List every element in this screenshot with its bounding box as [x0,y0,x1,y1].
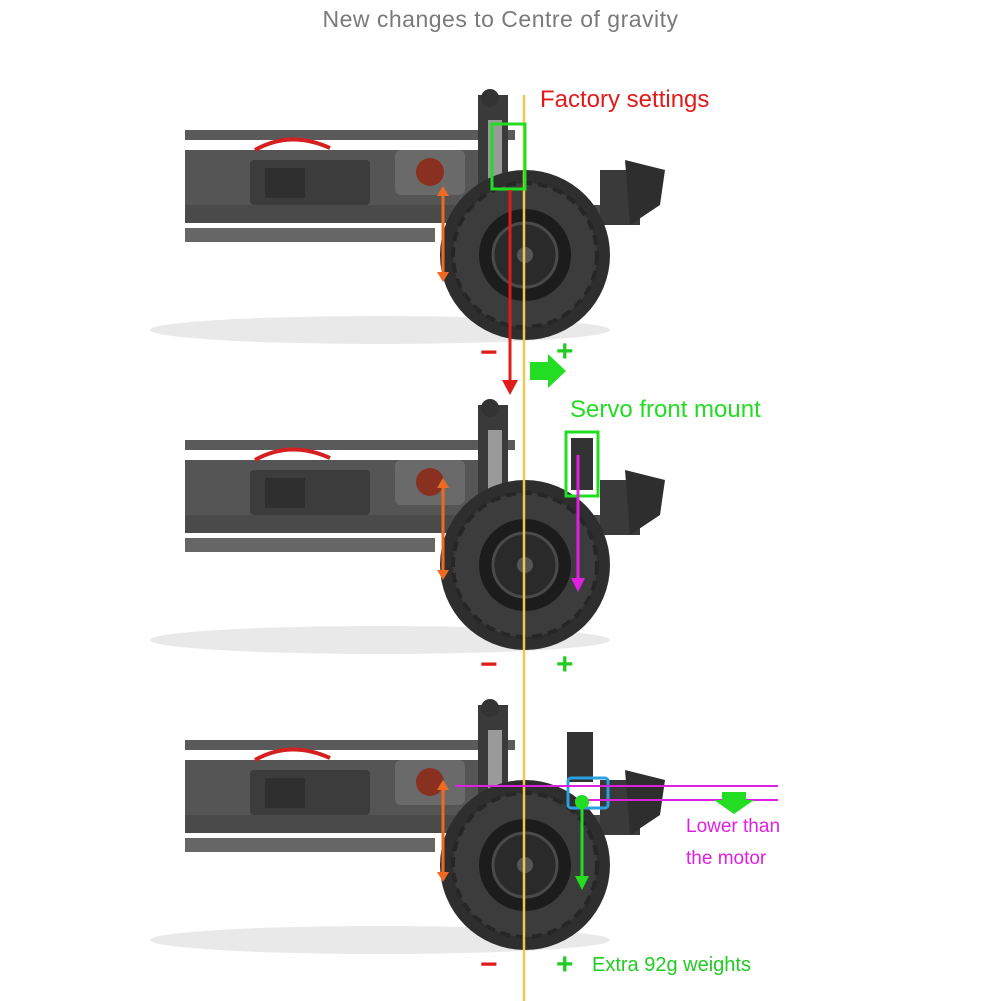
lower-arrow [714,792,754,814]
minus-sign: − [480,336,498,369]
truck-servo-front [148,397,667,656]
shift-forward-arrow [530,354,566,388]
lower-than-label-line2: the motor [686,848,767,869]
lower-than-label-line1: Lower than [686,816,781,837]
extra-weights-label: Extra 92g weights [592,954,751,976]
servo-front-mount-label: Servo front mount [570,396,761,423]
truck-factory [148,87,667,346]
plus-sign: + [556,648,574,681]
minus-sign: − [480,948,498,981]
servo-highlight-box [490,122,527,191]
diagram-title: New changes to Centre of gravity [322,6,679,32]
plus-sign: + [556,948,574,981]
factory-settings-label: Factory settings [540,86,710,113]
plus-sign: + [556,335,574,368]
minus-sign: − [480,648,498,681]
servo-highlight-box [564,430,600,498]
servo-highlight-box [566,776,610,810]
